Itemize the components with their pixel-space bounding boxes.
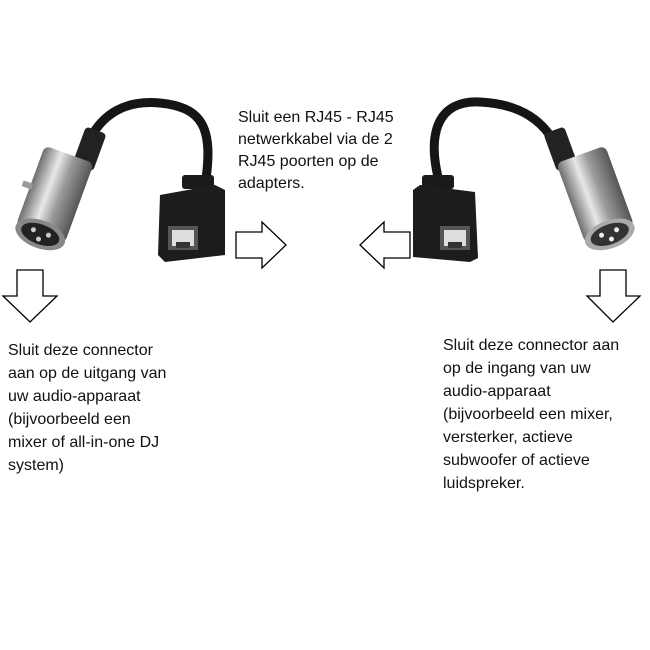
arrow-right-icon: [235, 220, 287, 270]
text-line: luidspreker.: [443, 475, 525, 492]
text-line: audio-apparaat: [443, 383, 551, 400]
middle-instruction: Sluit een RJ45 - RJ45 netwerkkabel via d…: [238, 107, 394, 195]
text-line: adapters.: [238, 175, 305, 192]
xlr-male-adapter: [413, 97, 635, 262]
text-line: RJ45 poorten op de: [238, 153, 379, 170]
left-rj45-jack-icon: [158, 175, 225, 262]
text-line: op de ingang van uw: [443, 360, 591, 377]
text-line: (bijvoorbeeld een: [8, 411, 131, 428]
xlr-male-connector-icon: [544, 127, 635, 251]
left-cable: [80, 98, 213, 190]
text-line: system): [8, 457, 64, 474]
xlr-female-connector-icon: [15, 127, 106, 251]
text-line: aan op de uitgang van: [8, 365, 167, 382]
text-line: uw audio-apparaat: [8, 388, 141, 405]
text-line: (bijvoorbeeld een mixer,: [443, 406, 613, 423]
text-line: Sluit deze connector aan: [443, 337, 620, 354]
right-instruction: Sluit deze connector aan op de ingang va…: [443, 334, 619, 495]
arrow-down-right-icon: [585, 269, 642, 323]
text-line: Sluit deze connector: [8, 342, 153, 359]
text-line: subwoofer of actieve: [443, 452, 590, 469]
arrow-left-icon: [359, 220, 411, 270]
right-cable: [429, 97, 563, 190]
left-instruction: Sluit deze connector aan op de uitgang v…: [8, 339, 166, 477]
xlr-female-adapter: [15, 98, 225, 262]
text-line: versterker, actieve: [443, 429, 573, 446]
text-line: Sluit een RJ45 - RJ45: [238, 109, 394, 126]
text-line: netwerkkabel via de 2: [238, 131, 393, 148]
text-line: mixer of all-in-one DJ: [8, 434, 160, 451]
arrow-down-left-icon: [1, 269, 59, 323]
right-rj45-jack-icon: [413, 175, 478, 262]
